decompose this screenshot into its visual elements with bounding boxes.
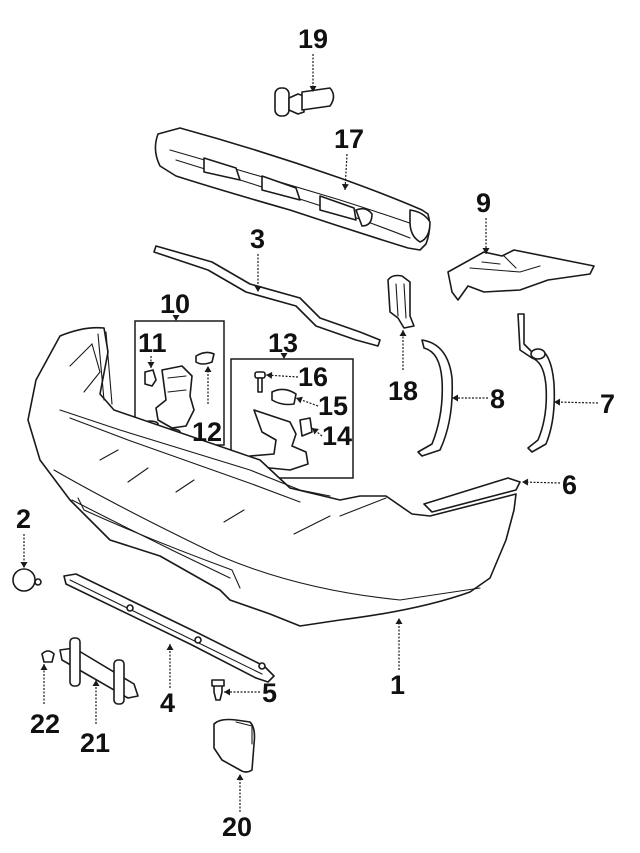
callout-6[interactable]: 6	[562, 470, 577, 500]
arrowhead-11	[147, 362, 155, 368]
arrowhead-13	[280, 353, 288, 359]
leader-lines	[20, 54, 599, 812]
part-12-pad	[195, 351, 215, 365]
callout-16[interactable]: 16	[298, 362, 328, 392]
callout-7[interactable]: 7	[600, 389, 615, 419]
callout-5[interactable]: 5	[262, 678, 277, 708]
part-11-nut	[144, 369, 157, 387]
part-7-bracket-rod[interactable]	[517, 313, 556, 453]
arrowhead-20	[236, 774, 244, 780]
callout-18[interactable]: 18	[388, 376, 418, 406]
arrowhead-19	[309, 86, 317, 92]
callout-11[interactable]: 11	[138, 328, 167, 358]
callout-4[interactable]: 4	[160, 688, 175, 718]
callout-3[interactable]: 3	[250, 224, 265, 254]
arrowhead-15	[296, 396, 303, 404]
part-22-rivet[interactable]	[41, 650, 55, 663]
arrowhead-3	[254, 286, 262, 292]
callout-9[interactable]: 9	[476, 188, 491, 218]
callout-15[interactable]: 15	[318, 391, 348, 421]
arrowhead-22	[40, 664, 48, 670]
callout-2[interactable]: 2	[16, 504, 31, 534]
callout-21[interactable]: 21	[80, 728, 110, 758]
arrowhead-10	[172, 315, 180, 321]
leader-line-17	[344, 153, 348, 191]
part-15-pad	[271, 388, 297, 406]
callout-8[interactable]: 8	[490, 384, 505, 414]
part-13-mounting-kit[interactable]	[230, 358, 354, 479]
part-1-bumper-cover[interactable]	[27, 326, 517, 627]
part-20-cover[interactable]	[213, 718, 256, 773]
leader-line-15	[295, 397, 319, 407]
part-18-bracket[interactable]	[387, 274, 415, 329]
leader-line-6	[521, 481, 561, 484]
part-19-push-pin[interactable]	[274, 87, 335, 117]
arrowhead-12	[204, 366, 212, 372]
arrowhead-8	[452, 394, 458, 402]
callout-22[interactable]: 22	[30, 709, 60, 739]
part-14-nut	[299, 417, 313, 437]
leader-line-7	[553, 401, 599, 404]
arrowhead-2	[20, 562, 28, 568]
part-8-bracket-rod[interactable]	[417, 339, 454, 457]
part-6-side-molding[interactable]	[423, 477, 521, 513]
arrowhead-17	[341, 183, 349, 190]
arrowhead-7	[554, 398, 561, 406]
part-10-mounting-kit[interactable]	[134, 320, 225, 446]
arrowhead-14	[312, 428, 319, 435]
part-3-retainer-strip[interactable]	[153, 245, 381, 347]
arrowhead-1	[395, 618, 403, 624]
part-4-lower-molding[interactable]	[63, 573, 275, 683]
callout-labels: 1 2 3 4 5 6 7 8 9 10 11 12 13 14 15 16 1…	[16, 24, 615, 842]
arrowhead-16	[266, 371, 273, 379]
part-2-tow-hook-cap[interactable]	[12, 568, 42, 592]
arrowhead-21	[92, 680, 100, 686]
part-17-energy-absorber[interactable]	[154, 127, 431, 251]
callout-12[interactable]: 12	[192, 417, 222, 447]
callout-10[interactable]: 10	[160, 289, 190, 319]
part-21-license-bracket[interactable]	[59, 637, 139, 705]
part-16-bolt	[254, 371, 266, 393]
arrowhead-5	[224, 688, 230, 696]
callout-17[interactable]: 17	[334, 124, 364, 154]
callout-13[interactable]: 13	[268, 328, 298, 358]
arrowhead-9	[482, 248, 490, 254]
callout-14[interactable]: 14	[322, 421, 352, 451]
arrowhead-18	[399, 330, 407, 336]
callout-20[interactable]: 20	[222, 812, 252, 842]
leader-line-16	[265, 374, 299, 378]
callout-19[interactable]: 19	[298, 24, 328, 54]
callout-1[interactable]: 1	[390, 670, 405, 700]
part-5-clip[interactable]	[211, 679, 225, 701]
arrowhead-6	[522, 478, 529, 486]
arrowhead-4	[166, 644, 174, 650]
part-9-support-plate[interactable]	[447, 249, 595, 301]
